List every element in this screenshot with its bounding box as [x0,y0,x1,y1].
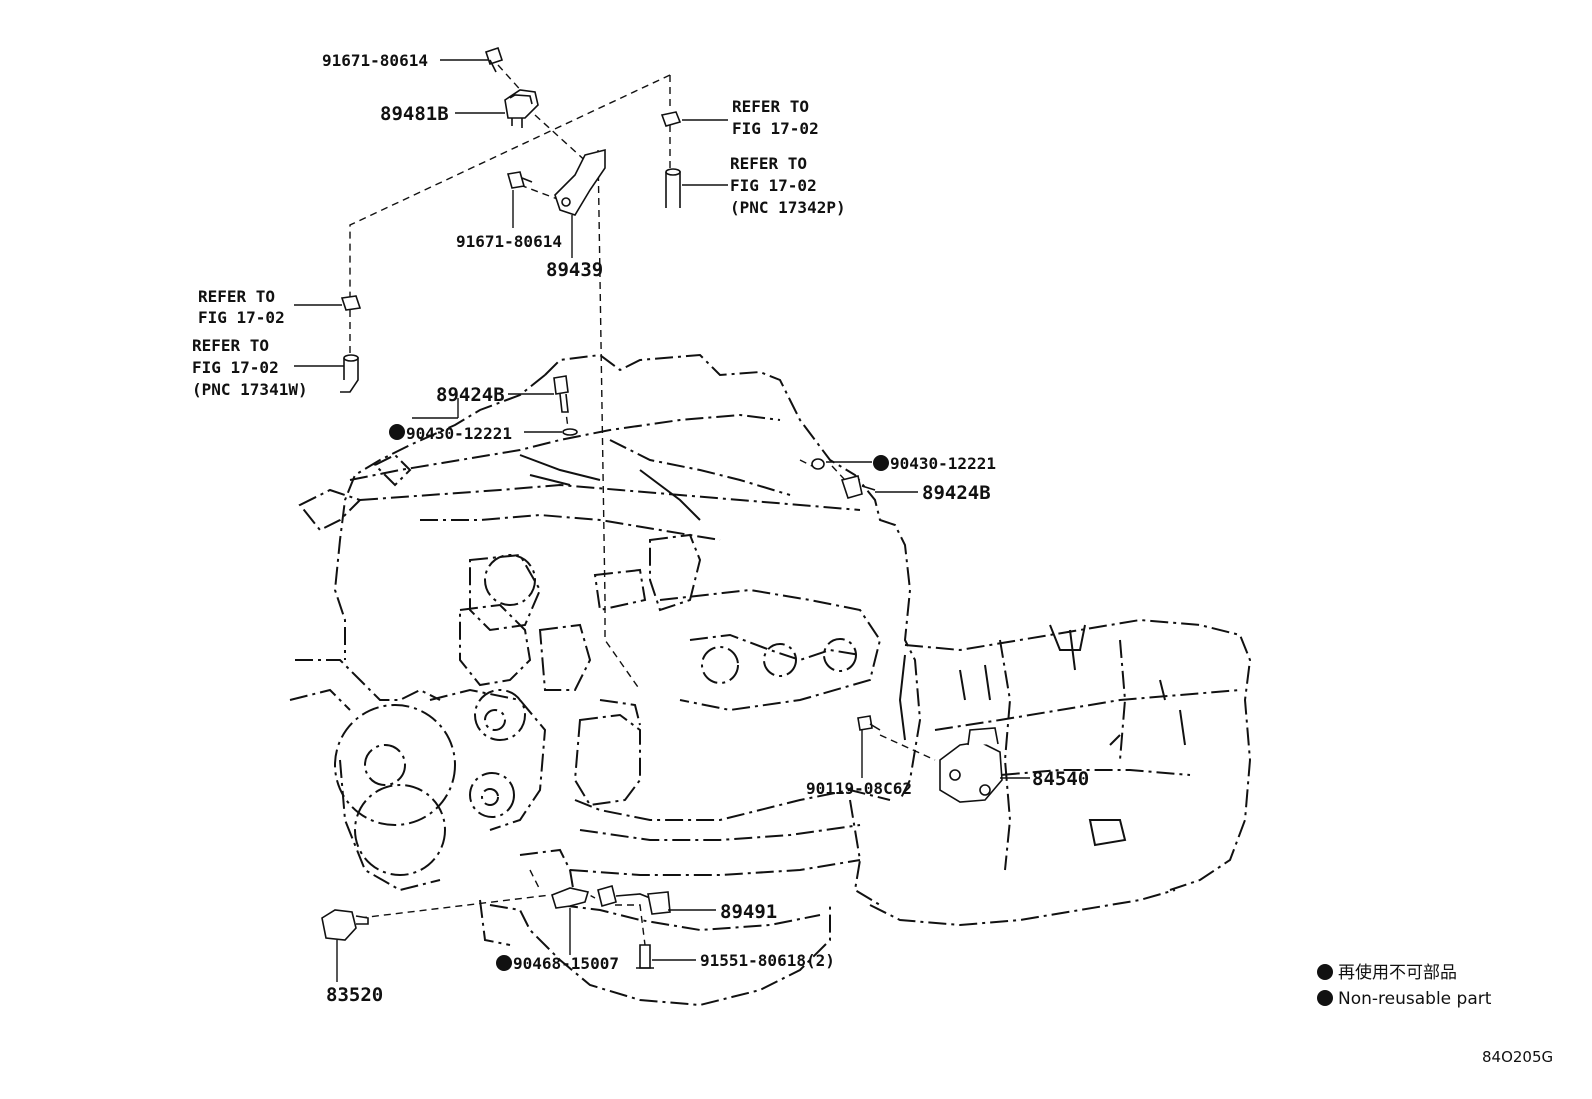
label-84540: 84540 [1032,768,1089,790]
label-gasket-left: 90430-12221 [406,424,512,443]
label-refer-left-hose-2: FIG 17-02 [192,358,279,377]
part-labels: 91671-80614 89481B REFER TO FIG 17-02 RE… [192,51,1089,1006]
label-refer-right-clip-2: FIG 17-02 [732,119,819,138]
non-reusable-dot [496,955,512,971]
part-bolt-bracket[interactable] [506,171,533,189]
part-89424b-sensor-right[interactable] [840,475,876,499]
figure-code: 84O205G [1482,1048,1553,1066]
part-bolt-84540[interactable] [857,715,881,731]
part-clip-left[interactable] [340,295,362,311]
part-gasket-left[interactable] [562,428,578,436]
legend: 再使用不可部品 Non-reusable part [1317,962,1492,1009]
legend-dot-english [1317,990,1333,1006]
label-refer-right-clip-1: REFER TO [732,97,809,116]
label-refer-left-clip-1: REFER TO [198,287,275,306]
label-refer-right-hose-2: FIG 17-02 [730,176,817,195]
label-89481b: 89481B [380,103,449,125]
label-gasket-right: 90430-12221 [890,454,996,473]
non-reusable-dot [389,424,405,440]
part-89424b-sensor-left[interactable] [553,375,569,413]
part-84540-switch[interactable] [939,727,1003,803]
non-reusable-dot [873,455,889,471]
label-89439: 89439 [546,259,603,281]
label-89491: 89491 [720,901,777,923]
part-90468-gasket[interactable] [551,887,590,909]
label-89424b-right: 89424B [922,482,991,504]
part-89439-bracket[interactable] [554,148,606,216]
label-gasket-89491: 90468-15007 [513,954,619,973]
part-hose-right[interactable] [665,168,681,208]
label-refer-left-clip-2: FIG 17-02 [198,308,285,327]
part-89491-sensor[interactable] [597,885,671,915]
part-83520-sensor[interactable] [321,909,369,941]
label-refer-right-hose-3: (PNC 17342P) [730,198,846,217]
label-89424b-left: 89424B [436,384,505,406]
label-refer-left-hose-1: REFER TO [192,336,269,355]
part-hose-left[interactable] [340,354,359,393]
part-bolt-top[interactable] [484,46,504,73]
label-bolt-top: 91671-80614 [322,51,428,70]
assembly-lines [349,64,936,946]
label-refer-right-hose-1: REFER TO [730,154,807,173]
leader-lines [294,59,1030,982]
part-89491-bolt[interactable] [636,944,654,969]
label-83520: 83520 [326,984,383,1006]
part-89481b-sensor[interactable] [504,89,539,128]
part-clip-right[interactable] [660,111,682,127]
part-gasket-right[interactable] [811,458,825,470]
legend-english: Non-reusable part [1338,989,1492,1009]
legend-dot-japanese [1317,964,1333,980]
label-bolt-89491: 91551-80618(2) [700,951,835,970]
label-refer-left-hose-3: (PNC 17341W) [192,380,308,399]
label-bolt-bracket: 91671-80614 [456,232,562,251]
legend-japanese: 再使用不可部品 [1338,962,1457,983]
label-bolt-84540: 90119-08C62 [806,779,912,798]
